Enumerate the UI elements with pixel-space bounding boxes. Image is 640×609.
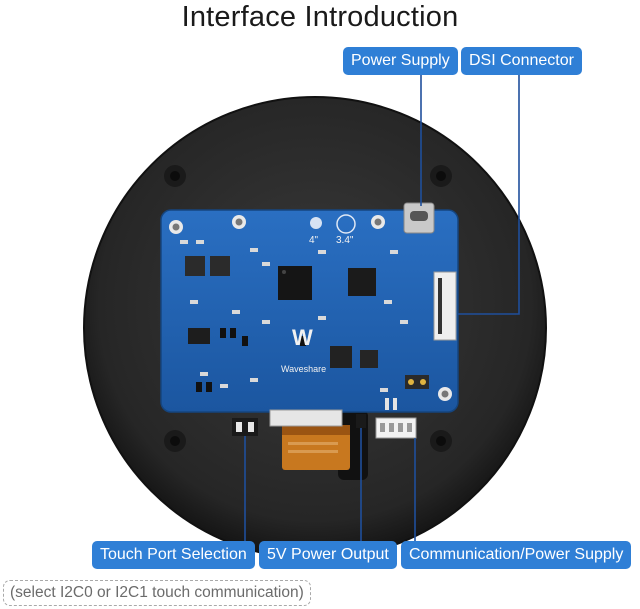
label-communication-power-supply: Communication/Power Supply [401,541,632,569]
touch-selection-note: (select I2C0 or I2C1 touch communication… [3,580,311,606]
dsi-connector [433,271,457,341]
bottom-fpc-connector [269,409,343,427]
brand-silkscreen: Waveshare [281,364,326,374]
label-power-supply: Power Supply [343,47,458,75]
leader-dsi-connector [458,75,520,315]
waveshare-logo-mark: W [292,325,313,350]
size-mark-34: 3.4" [336,235,354,246]
fpc-ribbon [282,425,350,470]
label-touch-port-selection: Touch Port Selection [92,541,255,569]
size-mark-4: 4" [309,235,319,246]
label-5v-power-output: 5V Power Output [259,541,397,569]
page-title: Interface Introduction [181,1,459,33]
leader-lines [244,74,520,541]
mounting-holes [164,165,452,452]
communication-connector [375,417,417,439]
touch-port-switch [232,418,258,436]
label-dsi-connector: DSI Connector [461,47,582,75]
